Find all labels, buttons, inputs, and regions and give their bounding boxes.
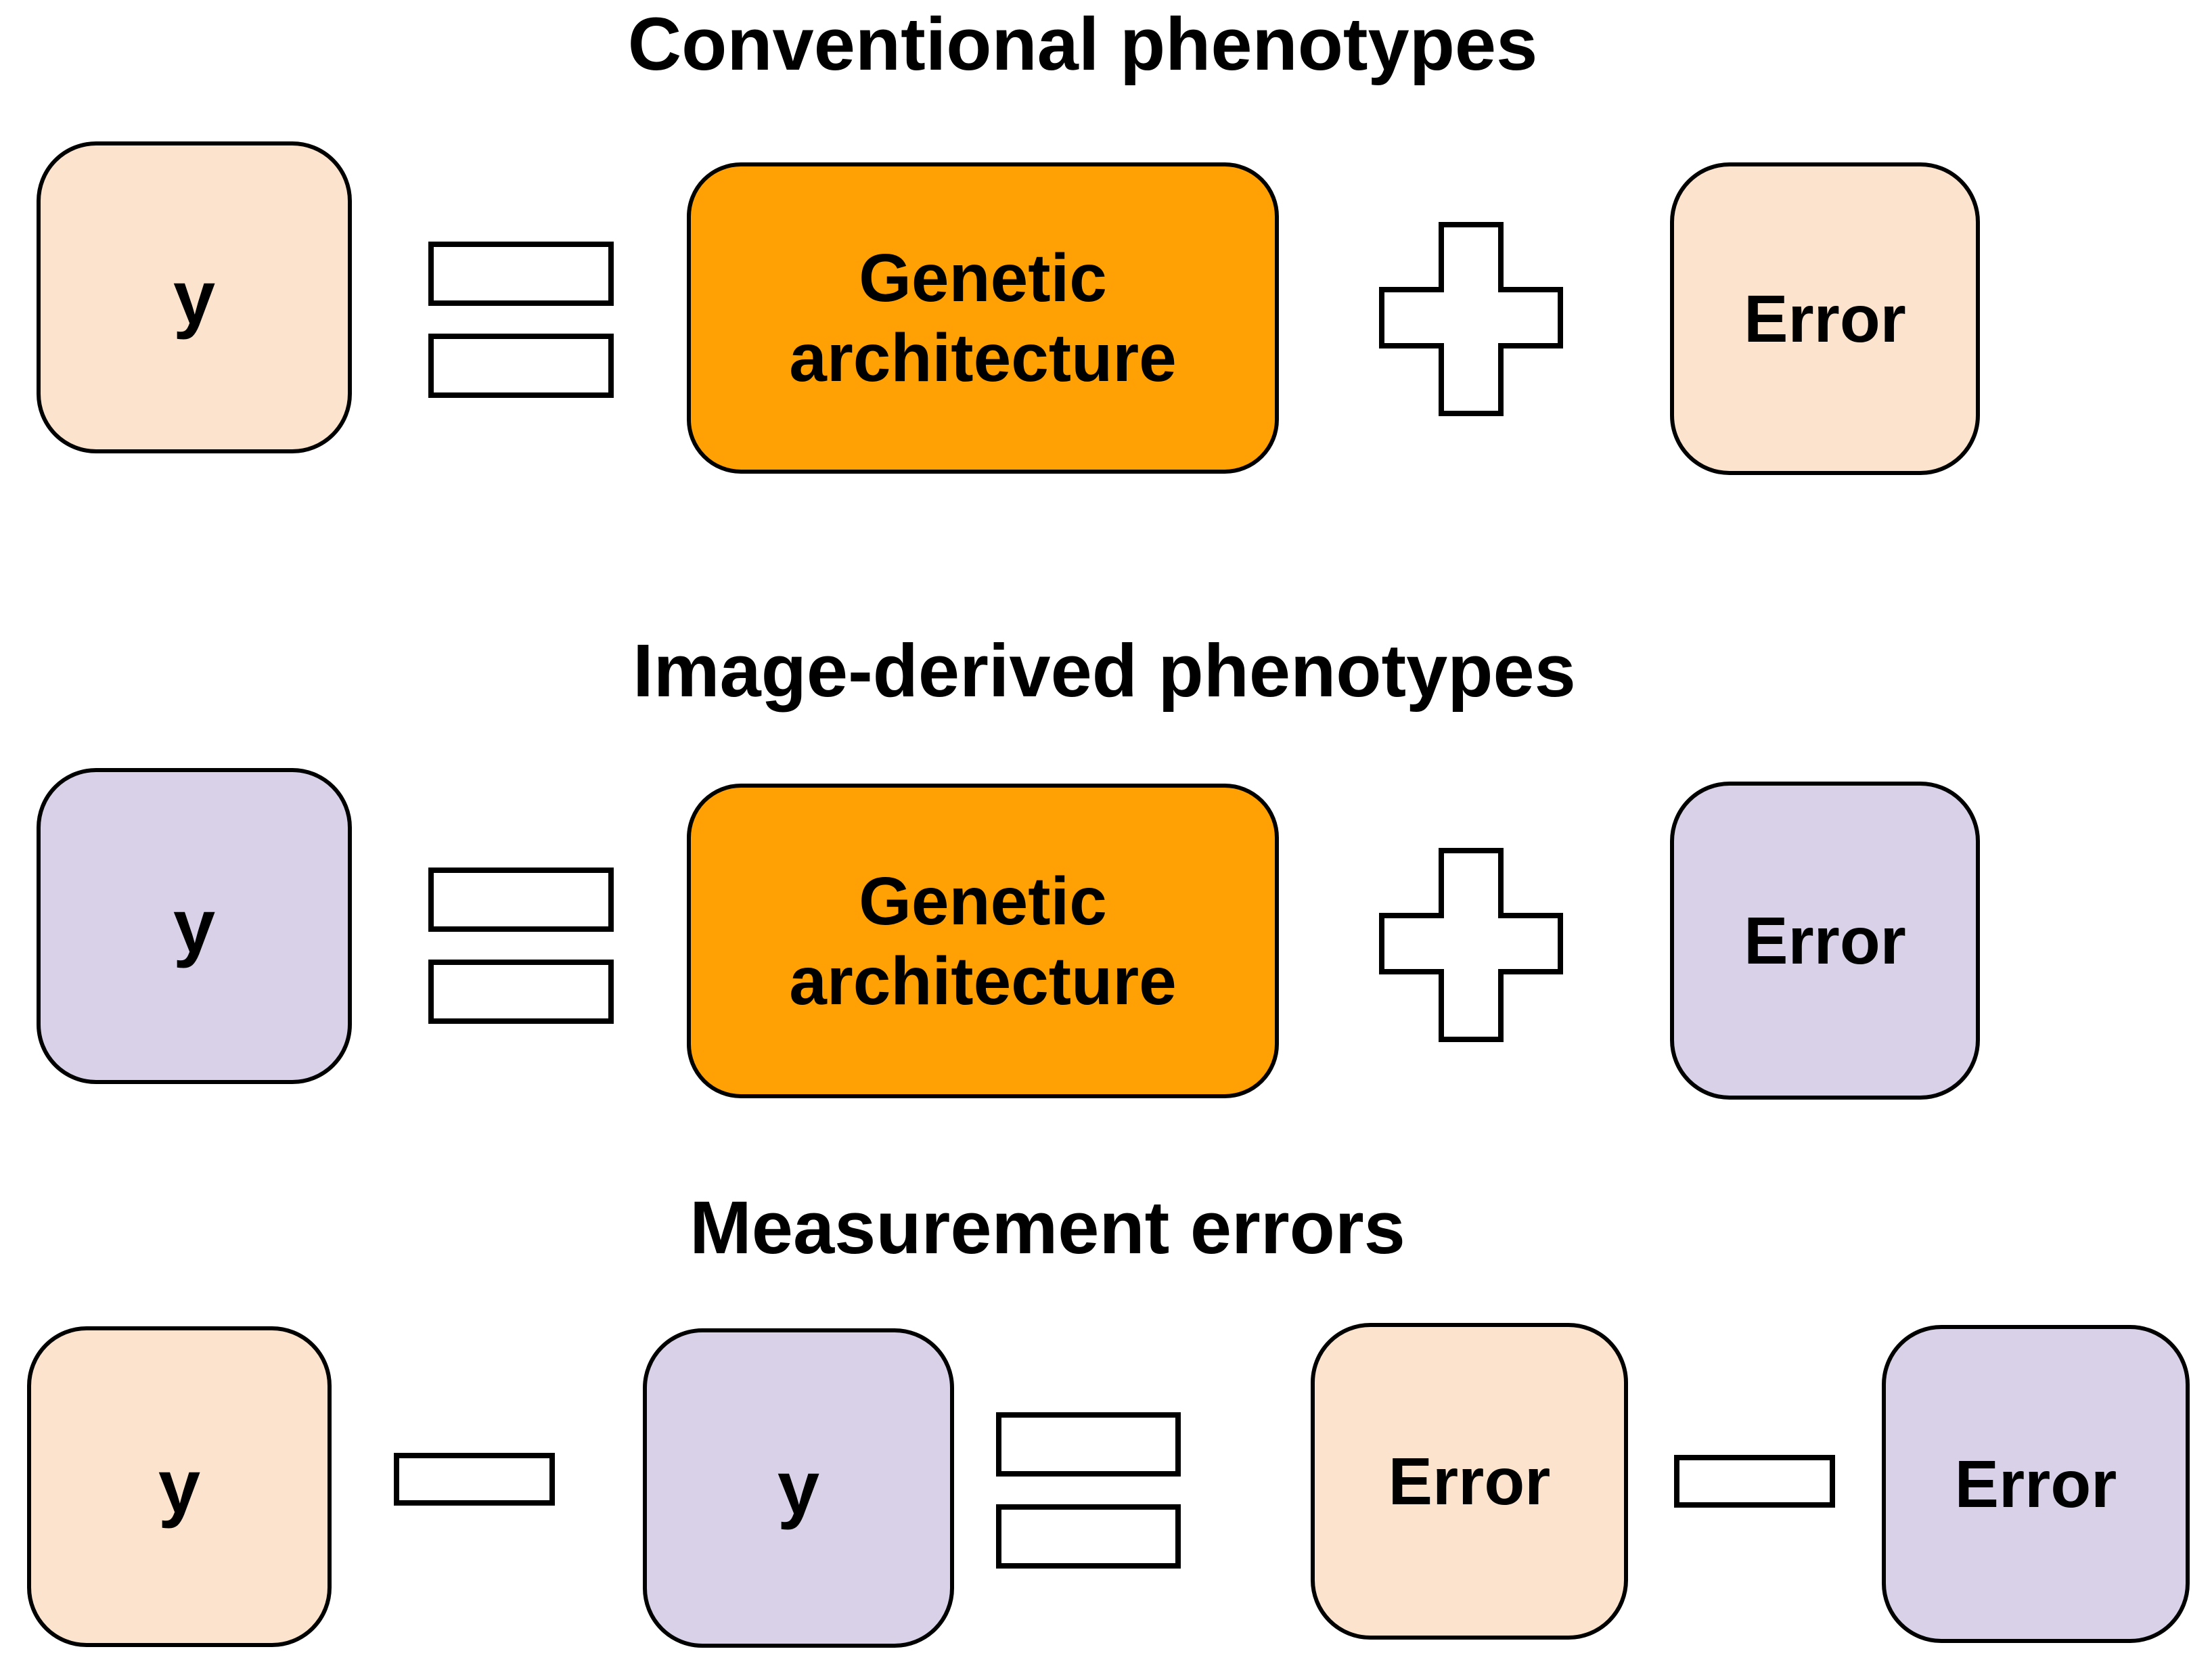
- row1-error-label: Error: [1744, 282, 1906, 356]
- row1-y-label: y: [173, 254, 216, 340]
- row2-title: Image-derived phenotypes: [633, 629, 1576, 713]
- row3-image-error-label: Error: [1954, 1447, 2117, 1521]
- equals-operator-row3: [996, 1412, 1181, 1569]
- row3-conventional-y-label: y: [158, 1444, 201, 1529]
- row3-conventional-y-box: y: [27, 1326, 332, 1647]
- row2-y-label: y: [173, 883, 216, 968]
- equals-bar-top: [428, 242, 614, 306]
- row2-genetic-architecture-label: Genetic architecture: [789, 863, 1177, 1019]
- row2-error-label: Error: [1744, 903, 1906, 978]
- equals-operator-row1: [428, 242, 614, 398]
- equals-bar-bottom: [428, 334, 614, 398]
- plus-operator-row1: [1379, 222, 1563, 416]
- equals-bar-top: [996, 1412, 1181, 1477]
- plus-operator-row2: [1379, 848, 1563, 1042]
- equals-bar-bottom: [428, 960, 614, 1024]
- row1-error-box: Error: [1670, 162, 1980, 475]
- minus-operator-row3-right: [1674, 1455, 1835, 1508]
- row3-image-y-label: y: [777, 1445, 820, 1530]
- equals-bar-bottom: [996, 1504, 1181, 1569]
- equals-operator-row2: [428, 868, 614, 1024]
- row2-y-box: y: [37, 768, 352, 1084]
- row3-image-error-box: Error: [1882, 1325, 2190, 1643]
- equals-bar-top: [428, 868, 614, 932]
- row2-error-box: Error: [1670, 782, 1980, 1100]
- minus-operator-row3-left: [394, 1453, 555, 1506]
- row1-y-box: y: [37, 141, 352, 453]
- row1-genetic-architecture-box: Genetic architecture: [687, 162, 1279, 474]
- row3-conventional-error-box: Error: [1311, 1323, 1628, 1640]
- row3-image-y-box: y: [643, 1328, 954, 1648]
- row3-conventional-error-label: Error: [1388, 1444, 1551, 1518]
- row2-genetic-architecture-box: Genetic architecture: [687, 784, 1279, 1098]
- row1-title: Conventional phenotypes: [627, 3, 1538, 86]
- row1-genetic-architecture-label: Genetic architecture: [789, 240, 1177, 396]
- row3-title: Measurement errors: [690, 1186, 1405, 1269]
